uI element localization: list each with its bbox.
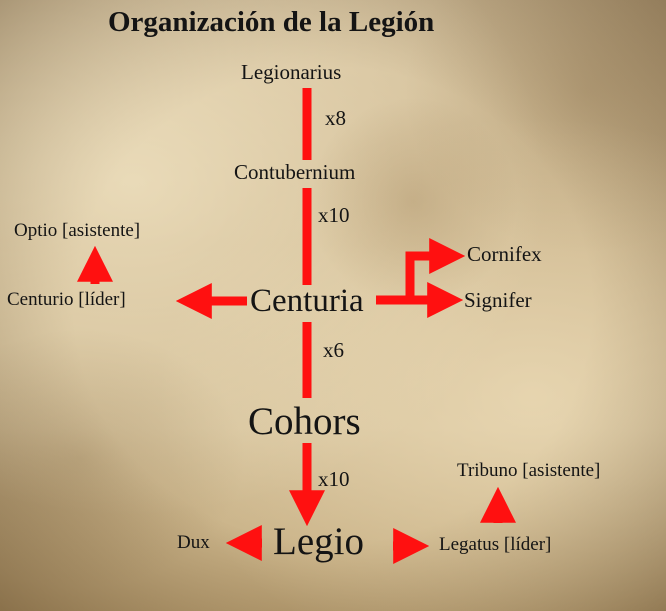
node-centurio: Centurio [líder] xyxy=(7,289,126,310)
node-legio: Legio xyxy=(273,520,364,563)
node-cohors: Cohors xyxy=(248,400,361,443)
node-contubernium: Contubernium xyxy=(234,160,356,184)
node-signifer: Signifer xyxy=(464,288,532,312)
node-optio: Optio [asistente] xyxy=(14,220,141,241)
diagram-title: Organización de la Legión xyxy=(108,6,435,38)
node-legatus: Legatus [líder] xyxy=(439,534,552,555)
arrow-centuria-cornifex xyxy=(405,238,466,300)
multiplier-x10-contubernium: x10 xyxy=(318,203,350,227)
node-legionarius: Legionarius xyxy=(241,60,342,84)
multiplier-x10-cohors: x10 xyxy=(318,467,350,491)
node-dux: Dux xyxy=(177,532,210,553)
node-tribuno: Tribuno [asistente] xyxy=(457,460,601,481)
multiplier-x8: x8 xyxy=(325,106,346,130)
multiplier-x6: x6 xyxy=(323,338,344,362)
node-centuria: Centuria xyxy=(250,283,364,319)
node-cornifex: Cornifex xyxy=(467,242,542,266)
